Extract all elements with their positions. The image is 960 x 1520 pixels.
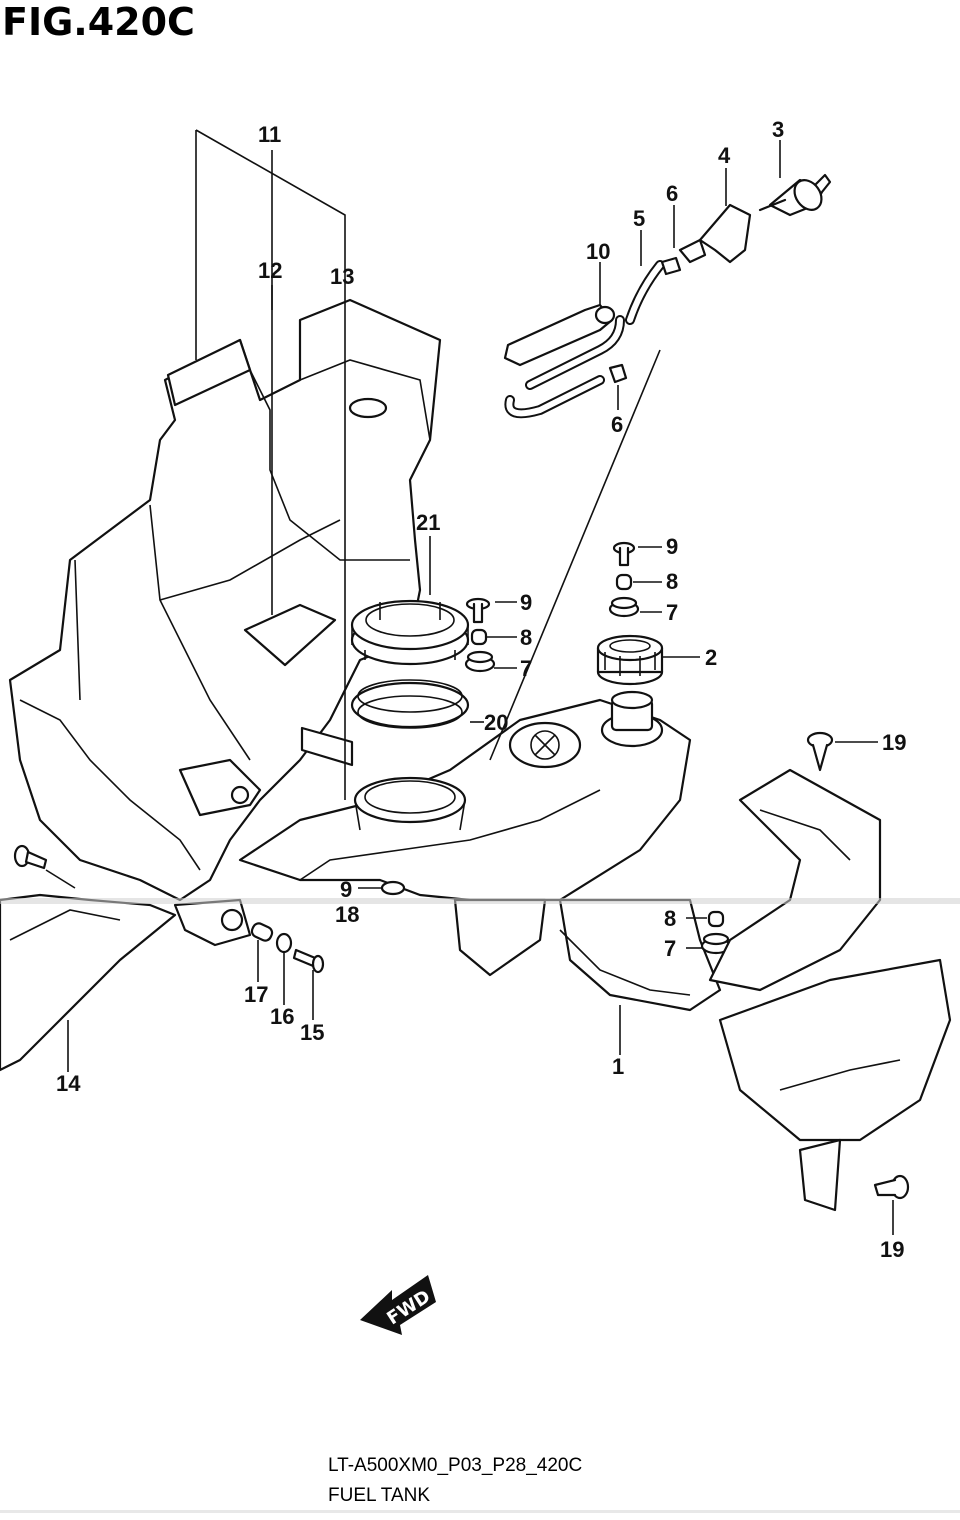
scan-artifact-bottom xyxy=(0,1510,960,1513)
callout-7-center: 7 xyxy=(520,656,532,681)
callouts: 1 2 3 4 5 6 6 7 7 7 8 8 8 9 9 9 10 11 12… xyxy=(56,117,906,1262)
fwd-arrow-icon: FWD xyxy=(360,1275,436,1335)
callout-13: 13 xyxy=(330,264,354,289)
fuel-tank-cover xyxy=(8,298,442,902)
side-cover-right xyxy=(708,768,952,1212)
pump-ring-21 xyxy=(350,599,470,666)
fuel-tank xyxy=(238,690,722,1012)
fuel-cap-2 xyxy=(596,634,664,686)
screw-left xyxy=(13,844,48,870)
bolt-set-15-16-17 xyxy=(250,922,325,974)
callout-9-center: 9 xyxy=(520,590,532,615)
breather-assembly xyxy=(503,173,832,419)
callout-11: 11 xyxy=(258,122,281,147)
callout-4: 4 xyxy=(718,143,731,168)
figure-code: LT-A500XM0_P03_P28_420C xyxy=(328,1455,583,1476)
callout-5: 5 xyxy=(633,206,645,231)
callout-17: 17 xyxy=(244,982,268,1007)
callout-21: 21 xyxy=(416,510,440,535)
callout-14: 14 xyxy=(56,1071,81,1096)
figure-caption: FUEL TANK xyxy=(328,1485,431,1506)
clip-19-lower xyxy=(873,1174,910,1200)
leader-lines xyxy=(45,129,894,1235)
callout-10: 10 xyxy=(586,239,610,264)
callout-1: 1 xyxy=(612,1054,624,1079)
figure-title: FIG.420C xyxy=(2,0,195,44)
lower-cover-14 xyxy=(0,893,252,1072)
damper-stack-center xyxy=(464,597,496,673)
callout-8-lower: 8 xyxy=(664,906,676,931)
callout-18: 18 xyxy=(335,902,359,927)
damper-stack-upper-right xyxy=(608,541,640,618)
callout-19-upper: 19 xyxy=(882,730,906,755)
callout-8-center: 8 xyxy=(520,625,532,650)
callout-7-lower: 7 xyxy=(664,936,676,961)
damper-stack-lower xyxy=(380,880,732,955)
callout-15: 15 xyxy=(300,1020,324,1045)
callout-7-right: 7 xyxy=(666,600,678,625)
callout-20: 20 xyxy=(484,710,508,735)
callout-3: 3 xyxy=(772,117,784,142)
callout-6-lower: 6 xyxy=(611,412,623,437)
callout-6-upper: 6 xyxy=(666,181,678,206)
callout-16: 16 xyxy=(270,1004,294,1029)
callout-8-right: 8 xyxy=(666,569,678,594)
clip-19-upper xyxy=(806,731,834,772)
callout-19-lower: 19 xyxy=(880,1237,904,1262)
callout-12: 12 xyxy=(258,258,282,283)
callout-2: 2 xyxy=(705,645,717,670)
callout-9-right: 9 xyxy=(666,534,678,559)
gasket-20 xyxy=(350,679,470,729)
callout-9-lower: 9 xyxy=(340,877,352,902)
scan-artifact xyxy=(0,898,960,904)
